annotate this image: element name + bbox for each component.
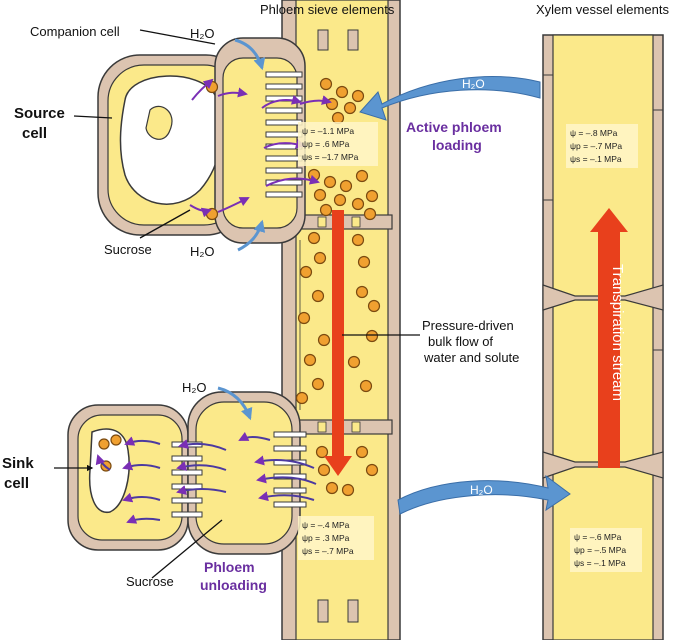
source-cell-label-2: cell — [22, 125, 47, 142]
transpiration-label: Transpiration stream — [609, 264, 626, 401]
water-arrow-phloem-to-xylem — [397, 474, 571, 515]
source-cell — [97, 54, 249, 236]
active-loading-label-2: loading — [432, 137, 482, 153]
psis-xylem-top: ψs = –.1 MPa — [570, 154, 622, 164]
xylem-title: Xylem vessel elements — [536, 2, 669, 17]
water-arrows — [217, 38, 571, 515]
water-arrow-xylem-to-phloem — [359, 76, 541, 121]
psip-phloem-source: ψp = .6 MPa — [302, 139, 350, 149]
h2o-label-1: H₂O — [190, 26, 215, 41]
phloem-sink-potentials: ψ = –.4 MPa ψp = .3 MPa ψs = –.7 MPa — [298, 516, 374, 560]
psi-phloem-sink: ψ = –.4 MPa — [302, 520, 350, 530]
sink-cell — [67, 404, 189, 551]
psi-phloem-source: ψ = –1.1 MPa — [302, 126, 354, 136]
psip-xylem-top: ψp = –.7 MPa — [570, 141, 622, 151]
phloem-source-potentials: ψ = –1.1 MPa ψp = .6 MPa ψs = –1.7 MPa — [298, 122, 378, 166]
bulk-flow-label-2: bulk flow of — [428, 334, 493, 349]
h2o-label-5: H₂O — [470, 483, 493, 497]
psis-phloem-source: ψs = –1.7 MPa — [302, 152, 359, 162]
h2o-label-3: H₂O — [182, 380, 207, 395]
psi-xylem-bottom: ψ = –.6 MPa — [574, 532, 622, 542]
intermediate-sink-cell — [187, 391, 301, 555]
xylem-top-potentials: ψ = –.8 MPa ψp = –.7 MPa ψs = –.1 MPa — [566, 124, 638, 168]
active-loading-label-1: Active phloem — [406, 119, 502, 135]
xylem-bottom-potentials: ψ = –.6 MPa ψp = –.5 MPa ψs = –.1 MPa — [570, 528, 642, 572]
psip-xylem-bottom: ψp = –.5 MPa — [574, 545, 626, 555]
source-vacuole — [119, 75, 223, 205]
companion-cell — [214, 37, 306, 244]
sucrose-top-label: Sucrose — [104, 242, 152, 257]
psis-phloem-sink: ψs = –.7 MPa — [302, 546, 354, 556]
plasmodesmata-sink-right — [273, 431, 307, 508]
phloem-title: Phloem sieve elements — [260, 2, 395, 17]
sink-cell-label-1: Sink — [2, 455, 34, 472]
unloading-label-2: unloading — [200, 577, 267, 593]
psis-xylem-bottom: ψs = –.1 MPa — [574, 558, 626, 568]
sucrose-unloading-arrows — [95, 431, 317, 524]
h2o-label-4: H₂O — [462, 77, 485, 91]
leader-lines — [54, 29, 420, 579]
sink-cell-label-2: cell — [4, 475, 29, 492]
pressure-flow-arrow — [324, 210, 352, 476]
psi-xylem-top: ψ = –.8 MPa — [570, 128, 618, 138]
sucrose-bottom-label: Sucrose — [126, 574, 174, 589]
companion-cell-label: Companion cell — [30, 24, 120, 39]
transpiration-arrow — [590, 208, 628, 468]
plasmodesmata-source — [265, 71, 303, 198]
source-cell-label-1: Source — [14, 105, 65, 122]
unloading-label-1: Phloem — [204, 559, 255, 575]
psip-phloem-sink: ψp = .3 MPa — [302, 533, 350, 543]
bulk-flow-label-3: water and solute — [423, 350, 519, 365]
bulk-flow-label-1: Pressure-driven — [422, 318, 514, 333]
h2o-label-2: H₂O — [190, 244, 215, 259]
